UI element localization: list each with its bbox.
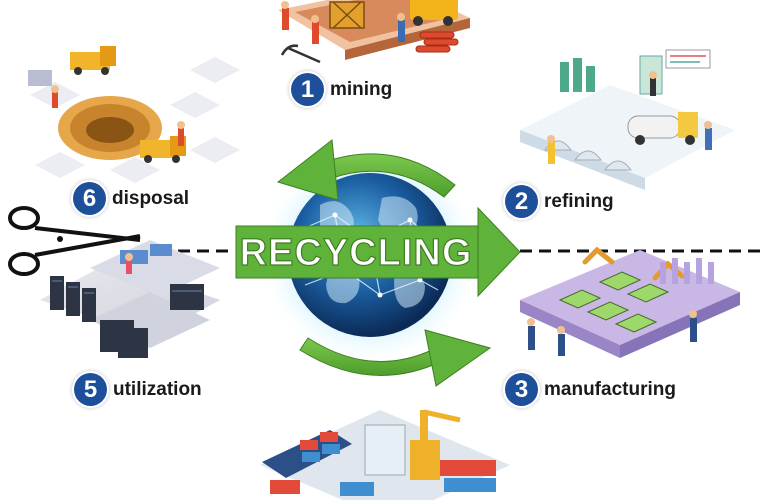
- stage-number-badge: 1: [291, 73, 324, 106]
- stage-utilization-label: 5 utilization: [74, 373, 202, 406]
- disposal-illustration: [28, 46, 240, 183]
- mining-illustration: [278, 0, 470, 64]
- recycle-arrow-icon: [235, 139, 521, 387]
- stage-name: mining: [330, 78, 393, 100]
- logistics-illustration: [260, 409, 510, 500]
- center-label: RECYCLING: [240, 232, 473, 274]
- refining-illustration: [520, 49, 735, 190]
- stage-mining-label: 1 mining: [291, 73, 392, 106]
- stage-name: manufacturing: [544, 378, 676, 400]
- stage-number-badge: 3: [505, 373, 538, 406]
- stage-manufacturing-label: 3 manufacturing: [505, 373, 676, 406]
- manufacturing-illustration: [520, 246, 740, 358]
- stage-refining-label: 2 refining: [505, 185, 614, 218]
- stage-number-badge: 6: [73, 182, 106, 215]
- stage-name: disposal: [112, 187, 190, 209]
- stage-name: refining: [544, 190, 614, 212]
- stage-number-badge: 2: [505, 185, 538, 218]
- scissors-icon: [8, 206, 141, 276]
- stage-disposal-label: 6 disposal: [73, 182, 189, 215]
- utilization-illustration: [40, 240, 220, 358]
- stage-name: utilization: [113, 378, 202, 400]
- stage-number-badge: 5: [74, 373, 107, 406]
